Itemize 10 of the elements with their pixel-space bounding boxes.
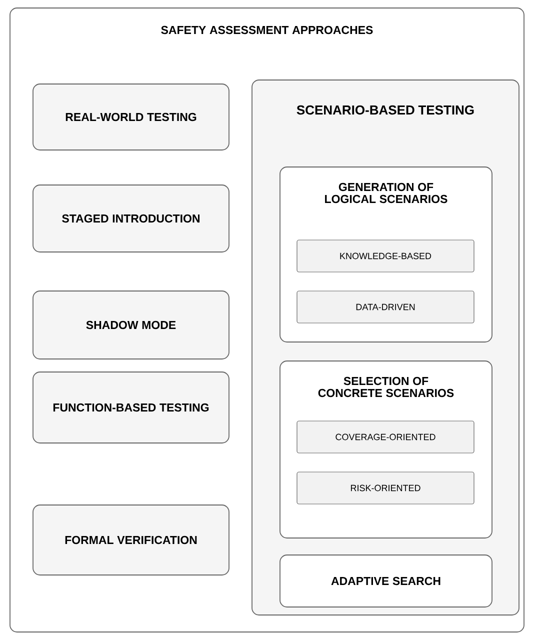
approach-box: STAGED INTRODUCTION [32,184,230,252]
approach-box: REAL-WORLD TESTING [32,84,230,150]
method-box: RISK-ORIENTED [296,472,474,504]
approach-box: FUNCTION-BASED TESTING [32,372,230,444]
category-box: ADAPTIVE SEARCH [280,554,492,608]
method-box: KNOWLEDGE-BASED [296,240,474,272]
approach-box: SHADOW MODE [32,290,230,360]
method-box: DATA-DRIVEN [296,290,474,324]
method-box: COVERAGE-ORIENTED [296,420,474,454]
approach-box: FORMAL VERIFICATION [32,504,230,576]
